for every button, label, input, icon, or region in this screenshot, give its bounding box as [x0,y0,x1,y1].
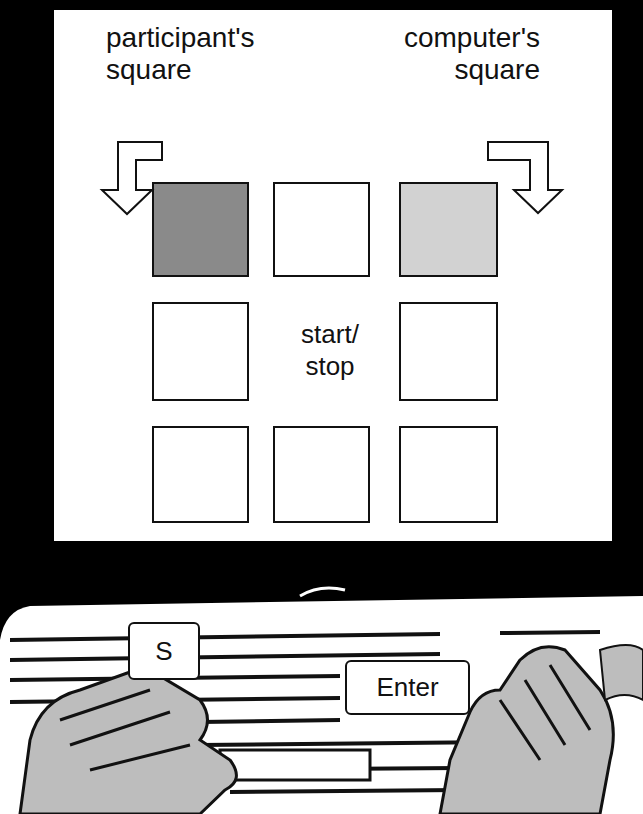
keyboard-key: S [128,622,200,680]
key-label: S [155,636,172,667]
key-label: Enter [376,672,438,703]
screen-label: computer's square [330,22,540,86]
keyboard-key: Enter [345,660,470,715]
screen-label: start/ stop [280,318,380,382]
screen-label: participant's square [106,22,296,86]
